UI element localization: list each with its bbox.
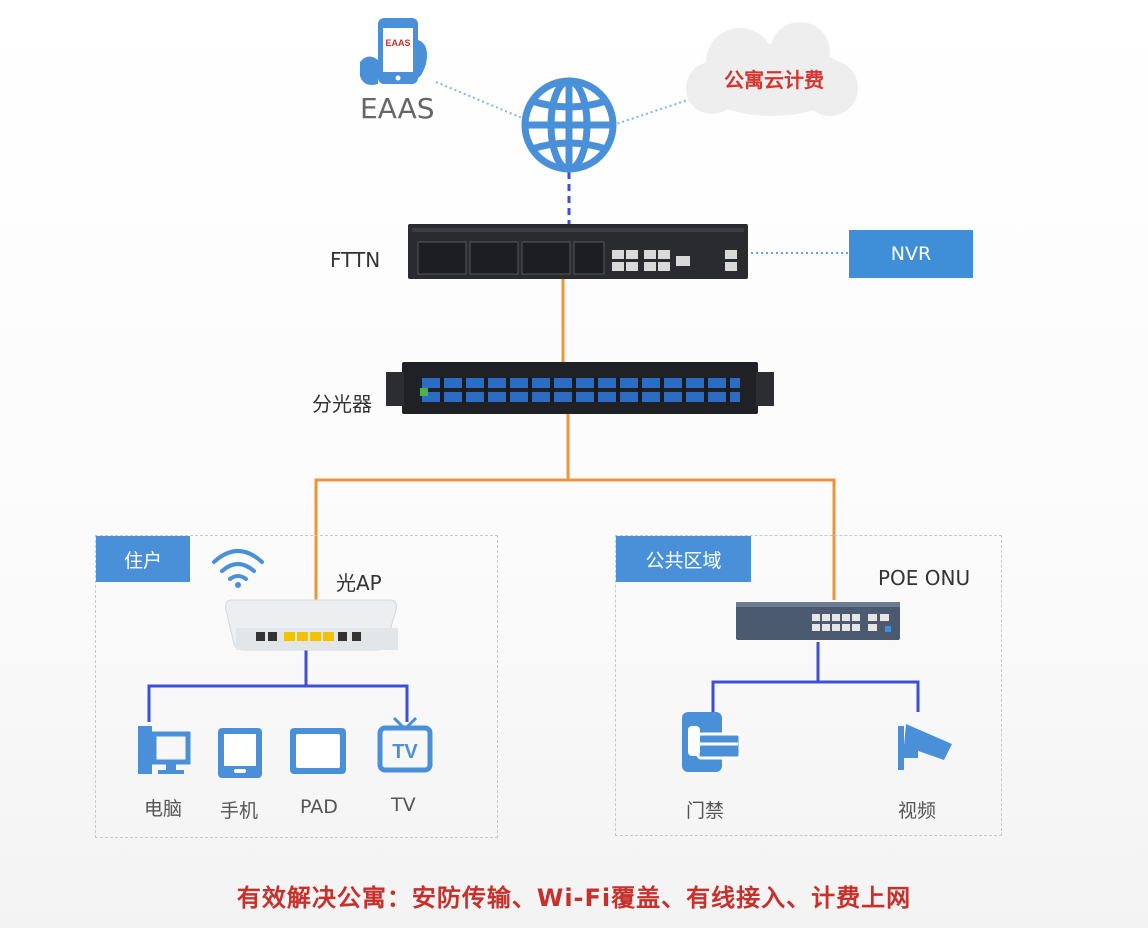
resident-zone-title: 住户 [123,549,162,572]
link-cloud-globe [615,95,701,125]
cloud-billing-label: 公寓云计费 [724,68,824,92]
phone-icon [360,18,427,85]
splitter-label: 分光器 [312,392,372,416]
tv-icon: TV [377,716,433,773]
nvr-box: NVR [849,230,973,278]
resident-zone [95,535,498,838]
fiber-lines [314,279,836,600]
lan-lines-public [711,642,920,712]
fttn-label: FTTN [330,248,381,272]
wifi-icon [212,549,264,588]
bottom-caption: 有效解决公寓：安防传输、Wi-Fi覆盖、有线接入、计费上网 [236,884,912,912]
poe-onu-device [736,602,900,640]
tablet-phone-icon [218,728,262,778]
pad-icon [290,728,346,774]
pc-icon [138,726,191,774]
fttn-device [408,224,748,279]
poe-onu-label: POE ONU [878,566,971,590]
public-zone-title: 公共区域 [645,549,722,572]
optical-ap-device [225,599,398,651]
tv-icon-text: TV [392,741,418,763]
camera-icon [898,724,952,770]
eaas-label: EAAS [360,92,435,125]
phone-screen-label: EAAS [385,38,411,48]
public-zone [615,535,1002,836]
tv-label: TV [391,794,416,816]
resident-zone-tag: 住户 [96,536,190,582]
public-zone-tag: 公共区域 [616,536,751,582]
globe-icon [521,77,617,173]
pad-label: PAD [300,796,338,818]
cloud-icon [686,22,858,116]
video-label: 视频 [898,800,937,822]
door-card-icon [682,712,742,772]
nvr-label: NVR [890,243,932,265]
phone-label: 手机 [220,800,259,822]
splitter-device [386,362,774,414]
access-control-label: 门禁 [686,800,725,822]
optical-ap-label: 光AP [336,571,382,595]
lan-lines-resident [147,650,409,722]
link-eaas-globe [435,81,523,119]
pc-label: 电脑 [144,798,183,820]
